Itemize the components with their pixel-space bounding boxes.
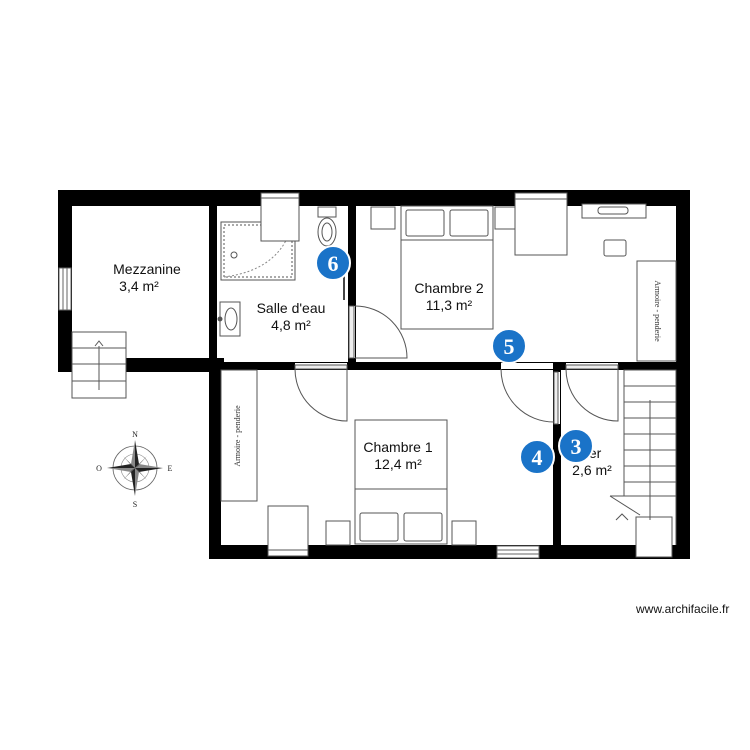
marker-5-label: 5: [504, 334, 515, 359]
marker-5[interactable]: 5: [491, 328, 527, 364]
salle-deau-fixtures: [217, 192, 337, 337]
door-palier: [565, 364, 619, 422]
bathroom-cabinet: [260, 192, 300, 242]
compass-s: S: [133, 500, 137, 509]
room-name-chambre1: Chambre 1: [363, 439, 432, 455]
room-name-chambre2: Chambre 2: [414, 280, 483, 296]
wardrobe-label-chambre1: Armoire - penderie: [233, 405, 242, 467]
sink: [217, 301, 241, 337]
marker-4-label: 4: [532, 445, 543, 470]
wall-bottom: [209, 545, 690, 559]
armchair: [514, 192, 568, 256]
room-name-salle-deau: Salle d'eau: [257, 300, 326, 316]
wardrobe-chambre1: [220, 369, 258, 502]
armchair-c1: [267, 505, 309, 557]
wall-ch1-palier: [553, 362, 561, 552]
room-labels: Mezzanine 3,4 m² Salle d'eau 4,8 m² Cham…: [113, 261, 612, 478]
door-chambre1-right: [500, 368, 559, 425]
markers: 6 5 4 3: [315, 245, 594, 475]
marker-3[interactable]: 3: [558, 428, 594, 464]
room-area-palier: 2,6 m²: [572, 462, 612, 478]
room-area-mezzanine: 3,4 m²: [119, 278, 159, 294]
window-mezzanine: [58, 267, 72, 311]
chambre2-furniture: [370, 192, 677, 362]
door-chambre2: [348, 305, 408, 359]
palier-stairs: [609, 369, 677, 558]
wall-right: [676, 190, 690, 559]
room-area-salle-deau: 4,8 m²: [271, 317, 311, 333]
watermark: www.archifacile.fr: [636, 602, 730, 616]
marker-6[interactable]: 6: [315, 245, 351, 281]
door-chambre1-top: [294, 364, 348, 422]
compass-e: E: [168, 464, 173, 473]
mezzanine-stairs: [71, 331, 127, 399]
compass-rose: N S E O: [96, 430, 172, 509]
windows: [58, 267, 540, 559]
nightstand-left: [370, 206, 396, 230]
doors: [294, 264, 619, 425]
marker-6-label: 6: [328, 251, 339, 276]
compass-o: O: [96, 464, 102, 473]
wall-sde-ch2: [348, 190, 356, 362]
toilet: [317, 206, 337, 247]
room-area-chambre2: 11,3 m²: [426, 297, 473, 313]
marker-4[interactable]: 4: [519, 439, 555, 475]
wardrobe-chambre2: [636, 260, 677, 362]
wall-mezz-sde: [209, 190, 217, 362]
nightstand-c1-left: [325, 520, 351, 546]
compass-n: N: [132, 430, 138, 439]
wall-left-lower: [209, 358, 221, 558]
wall-middle: [209, 362, 690, 370]
room-name-mezzanine: Mezzanine: [113, 261, 181, 277]
marker-3-label: 3: [571, 434, 582, 459]
wardrobe-label-chambre2: Armoire - penderie: [653, 280, 662, 342]
chambre1-furniture: [220, 369, 477, 557]
window-chambre1: [496, 545, 540, 559]
chair: [603, 239, 627, 257]
nightstand-c1-right: [451, 520, 477, 546]
room-area-chambre1: 12,4 m²: [374, 456, 422, 472]
